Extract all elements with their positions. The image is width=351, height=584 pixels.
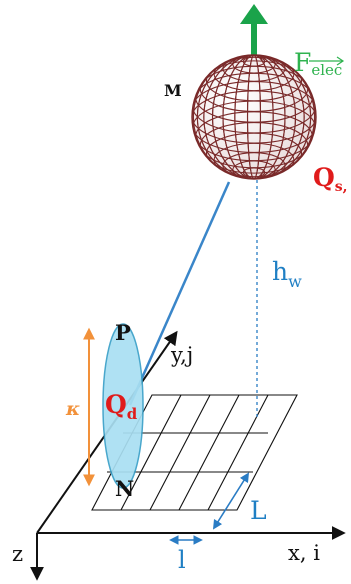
sphere-longitude-line [222, 55, 286, 179]
sphere-longitude-line [196, 55, 312, 179]
point-n-label: N [115, 476, 134, 501]
force-arrow [240, 4, 268, 62]
sphere-latitude-line [205, 60, 303, 102]
sphere-longitude-line [203, 55, 305, 179]
axis-x-label: x, i [288, 541, 320, 565]
length-l-label: L [250, 496, 267, 525]
sphere-longitude-line [211, 55, 297, 179]
sphere-longitude-line [234, 55, 274, 179]
force-vector-mark-head [336, 56, 345, 66]
point-p-label: P [115, 320, 131, 345]
disc-ellipse [102, 323, 144, 489]
force-label: Felec [294, 48, 342, 79]
kappa-label: κ [65, 398, 80, 420]
length-small-label: l [178, 546, 186, 574]
height-label: hw [272, 257, 302, 291]
length-l-arrow [212, 472, 250, 530]
axis-y-label: y,j [170, 343, 193, 367]
sphere-charge-label: Qs, [313, 163, 348, 195]
sphere-longitude-line [192, 55, 316, 179]
axis-z-label: z [12, 542, 23, 566]
disc-charge-label: Qd [105, 390, 138, 423]
string-line [128, 181, 231, 406]
sphere [191, 54, 317, 180]
point-m-label: M [164, 81, 182, 100]
sphere-latitude-line [242, 56, 266, 67]
sphere-longitude-line [246, 55, 262, 179]
